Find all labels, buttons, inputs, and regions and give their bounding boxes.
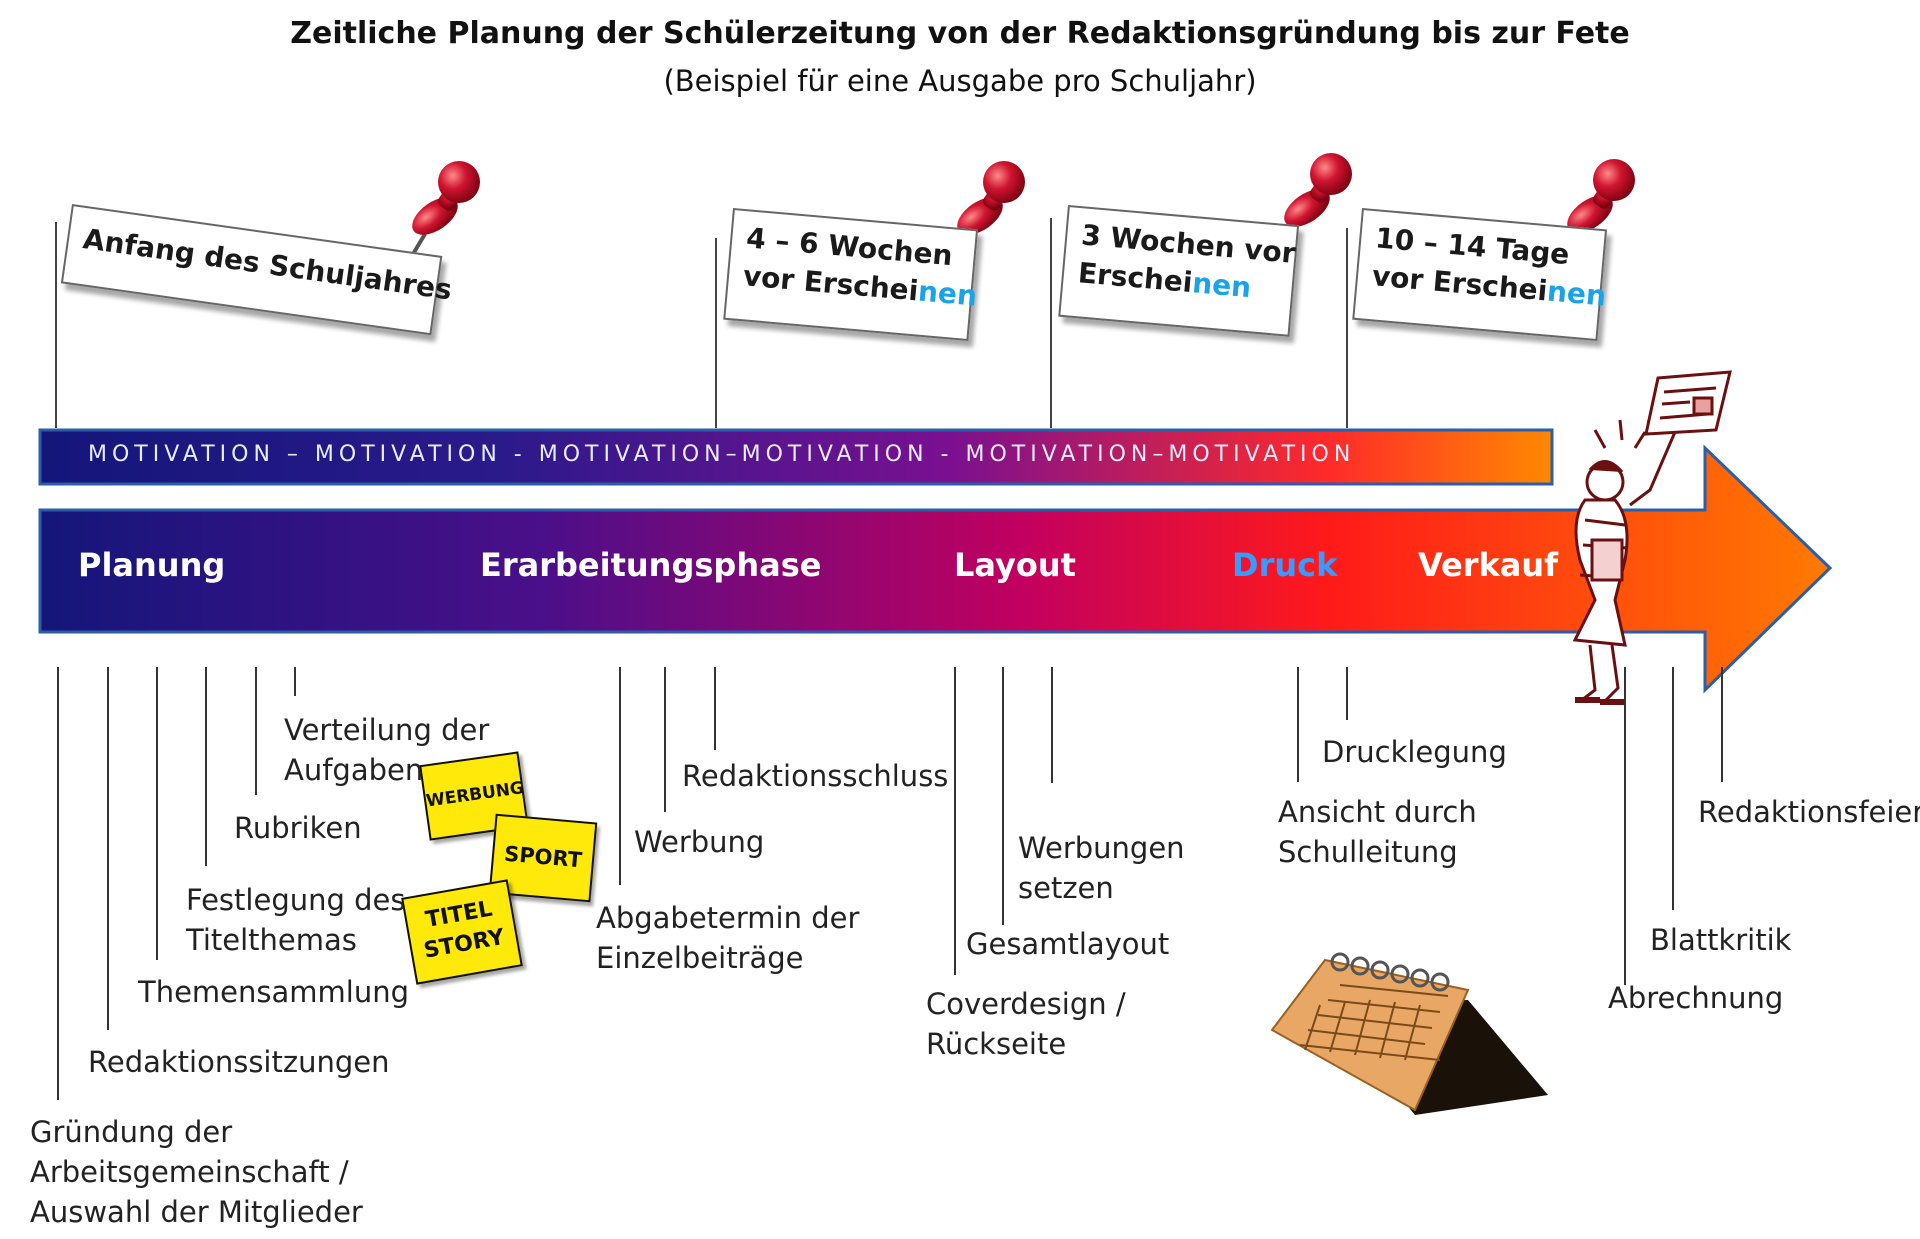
flag-poles [55, 218, 1348, 428]
task-blattkritik: Blattkritik [1650, 923, 1792, 957]
task-werbung: Werbung [634, 825, 765, 859]
push-pin-icon [1566, 159, 1635, 254]
task-gruendung: Gründung der Arbeitsgemeinschaft / Auswa… [30, 1115, 363, 1229]
task-themensammlung: Themensammlung [138, 975, 410, 1009]
task-werbungen-setzen: Werbungen setzen [1018, 831, 1185, 905]
newspaper-seller-figure-icon [1572, 370, 1732, 705]
diagram-title: Zeitliche Planung der Schülerzeitung von… [290, 16, 1630, 51]
task-rubriken: Rubriken [234, 811, 362, 845]
task-coverdesign: Coverdesign / Rückseite [926, 987, 1126, 1061]
flag-label-highlight: nen [1545, 274, 1608, 313]
note-titel-story: TITEL STORY [401, 879, 523, 985]
flag-4-6-wochen: 4 – 6 Wochen vor Erscheinen [723, 208, 979, 342]
diagram-subtitle: (Beispiel für eine Ausgabe pro Schuljahr… [663, 64, 1257, 98]
phase-erarbeitungsphase: Erarbeitungsphase [480, 546, 822, 584]
task-gesamtlayout: Gesamtlayout [966, 927, 1170, 961]
flag-label-highlight: nen [916, 274, 979, 313]
task-abrechnung: Abrechnung [1608, 981, 1784, 1015]
phase-verkauf: Verkauf [1418, 546, 1559, 584]
flag-3-wochen: 3 Wochen vor Erscheinen [1058, 205, 1300, 337]
task-verteilung: Verteilung der Aufgaben [284, 713, 490, 787]
motivation-text: MOTIVATION – MOTIVATION - MOTIVATION–MOT… [88, 442, 1356, 467]
task-redaktionsschluss: Redaktionsschluss [682, 759, 949, 793]
task-ansicht-schulleitung: Ansicht durch Schulleitung [1278, 795, 1477, 869]
push-pin-icon [411, 161, 480, 256]
phase-planung: Planung [78, 546, 226, 584]
flag-label-line2: Erschei [1076, 256, 1194, 300]
phase-druck: Druck [1232, 546, 1338, 584]
motivation-bar [38, 428, 1554, 486]
task-redaktionsfeier: Redaktionsfeier [1698, 795, 1920, 829]
timeline-arrow [38, 444, 1833, 694]
calendar-icon [1270, 952, 1548, 1115]
phase-layout: Layout [954, 546, 1076, 584]
task-tick-lines [57, 667, 1723, 1100]
task-titelthema: Festlegung des Titelthemas [186, 883, 406, 957]
task-redaktionssitzungen: Redaktionssitzungen [88, 1045, 390, 1079]
flag-10-14-tage: 10 – 14 Tage vor Erscheinen [1352, 208, 1608, 342]
task-drucklegung: Drucklegung [1322, 735, 1507, 769]
task-abgabetermin: Abgabetermin der Einzelbeiträge [596, 901, 860, 975]
flag-label-highlight: nen [1191, 266, 1253, 305]
